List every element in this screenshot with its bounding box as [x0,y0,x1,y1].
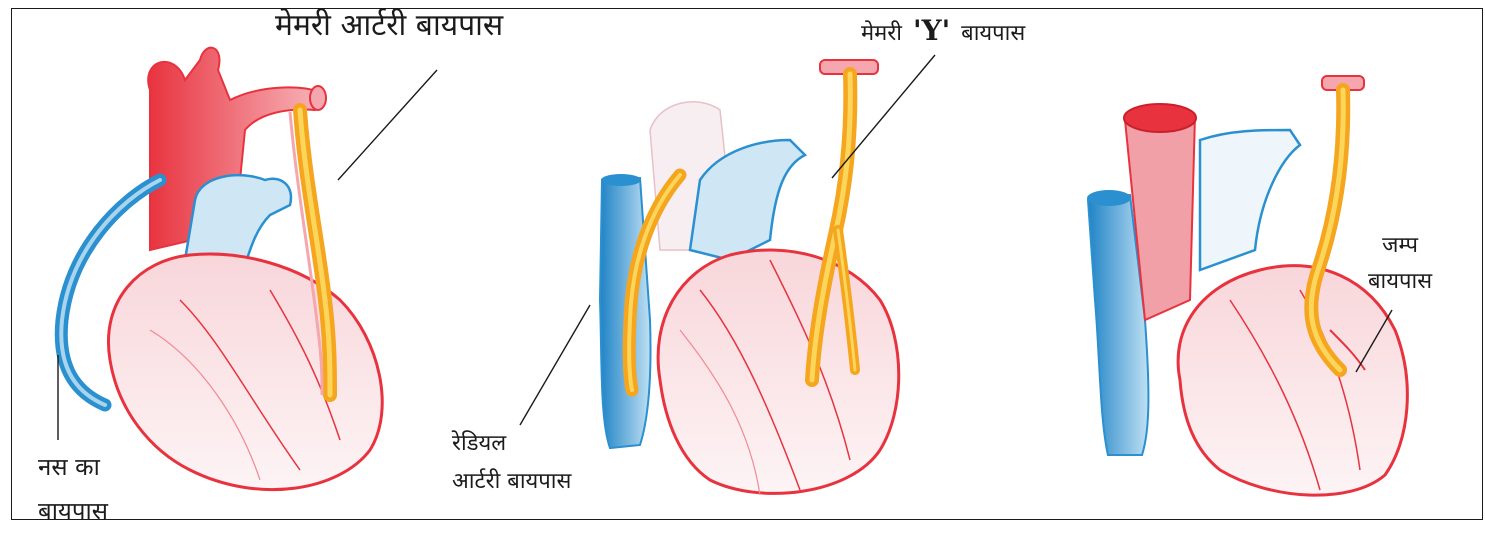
heart-3-jump-bypass [1087,76,1407,495]
label-mammary-y-prefix: मेमरी [861,21,909,46]
label-mammary-y-suffix: बायपास [954,21,1025,46]
label-radial-line2: आर्टरी बायपास [452,463,571,501]
label-radial-artery-bypass: रेडियल आर्टरी बायपास [452,425,571,501]
label-jump-line2: बायपास [1368,264,1432,300]
label-mammary-y-bypass: मेमरी 'Y' बायपास [861,14,1025,48]
label-jump-bypass: जम्प बायपास [1368,228,1432,300]
leader-mammary [338,70,437,180]
label-mammary-artery-bypass-text: मेमरी आर्टरी बायपास [275,8,503,43]
label-mammary-y-letter: 'Y' [909,14,954,47]
heart-2-radial-and-y-bypass [600,60,899,495]
label-vein-bypass-line1: नस का [38,445,108,489]
leader-radial [520,305,590,425]
label-vein-bypass-line2: बायपास [38,489,108,533]
label-vein-bypass: नस का बायपास [38,445,108,533]
label-radial-line1: रेडियल [452,425,571,463]
label-jump-line1: जम्प [1368,228,1432,264]
label-mammary-artery-bypass: मेमरी आर्टरी बायपास [275,8,503,44]
heart-1-mammary-and-vein-bypass [61,48,382,490]
